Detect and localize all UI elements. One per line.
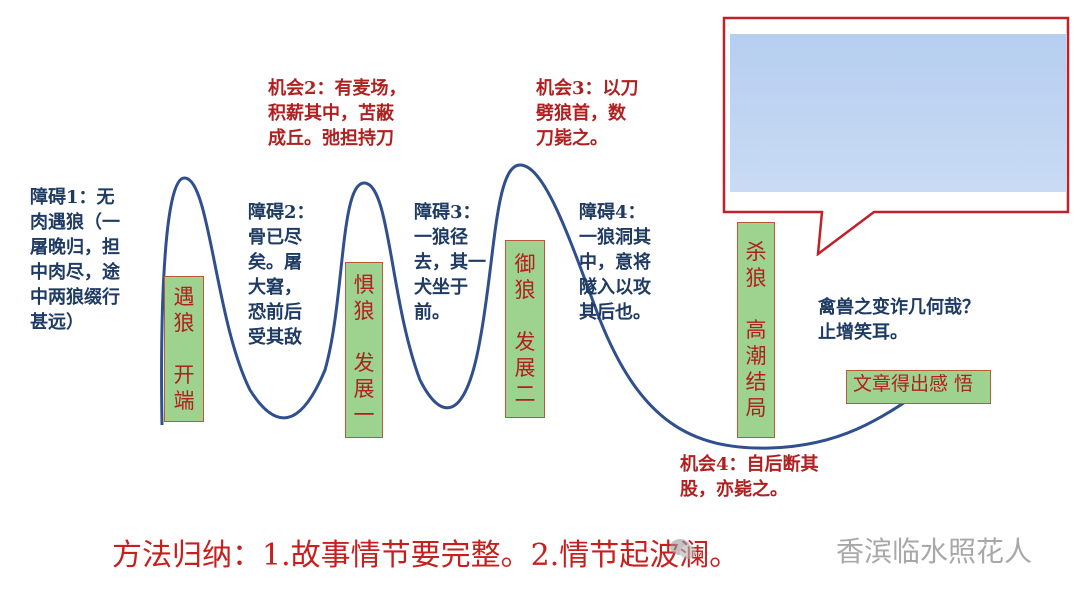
callout-content-area bbox=[730, 34, 1066, 192]
obstacle-2-text: 障碍2： 骨已尽 矣。屠 大窘， 恐前后 受其敌 bbox=[248, 202, 315, 348]
stage-box-climax-ending: 杀 狼 高 潮 结 局 bbox=[737, 222, 775, 438]
obstacle-3-text: 障碍3： 一狼径 去，其一 犬坐于 前。 bbox=[414, 202, 486, 323]
watermark-icon bbox=[670, 539, 696, 559]
method-summary: 方法归纳：1.故事情节要完整。2.情节起波澜。 bbox=[112, 538, 740, 573]
chance-2-text: 机会2：有麦场， 积薪其中，苫蔽 成丘。弛担持刀 bbox=[268, 78, 407, 149]
stage-box-development-1: 惧 狼 发 展 一 bbox=[345, 262, 383, 438]
stage-box-development-2: 御 狼 发 展 二 bbox=[505, 240, 545, 418]
stage-box-beginning: 遇 狼 开 端 bbox=[164, 276, 204, 422]
chance-3-text: 机会3：以刀 劈狼首，数 刀毙之。 bbox=[536, 78, 639, 149]
obstacle-1-text: 障碍1：无 肉遇狼（一 屠晚归，担 中肉尽，途 中两狼缀行 甚远） bbox=[30, 187, 120, 333]
stage-box-insight: 文章得出感 悟 bbox=[846, 370, 991, 404]
watermark-text: 香滨临水照花人 bbox=[836, 535, 1033, 568]
conclusion-quote: 禽兽之变诈几何哉？ 止增笑耳。 bbox=[818, 297, 980, 343]
chance-4-text: 机会4：自后断其 股，亦毙之。 bbox=[680, 454, 819, 500]
obstacle-4-text: 障碍4： 一狼洞其 中，意将 隧入以攻 其后也。 bbox=[579, 202, 651, 323]
